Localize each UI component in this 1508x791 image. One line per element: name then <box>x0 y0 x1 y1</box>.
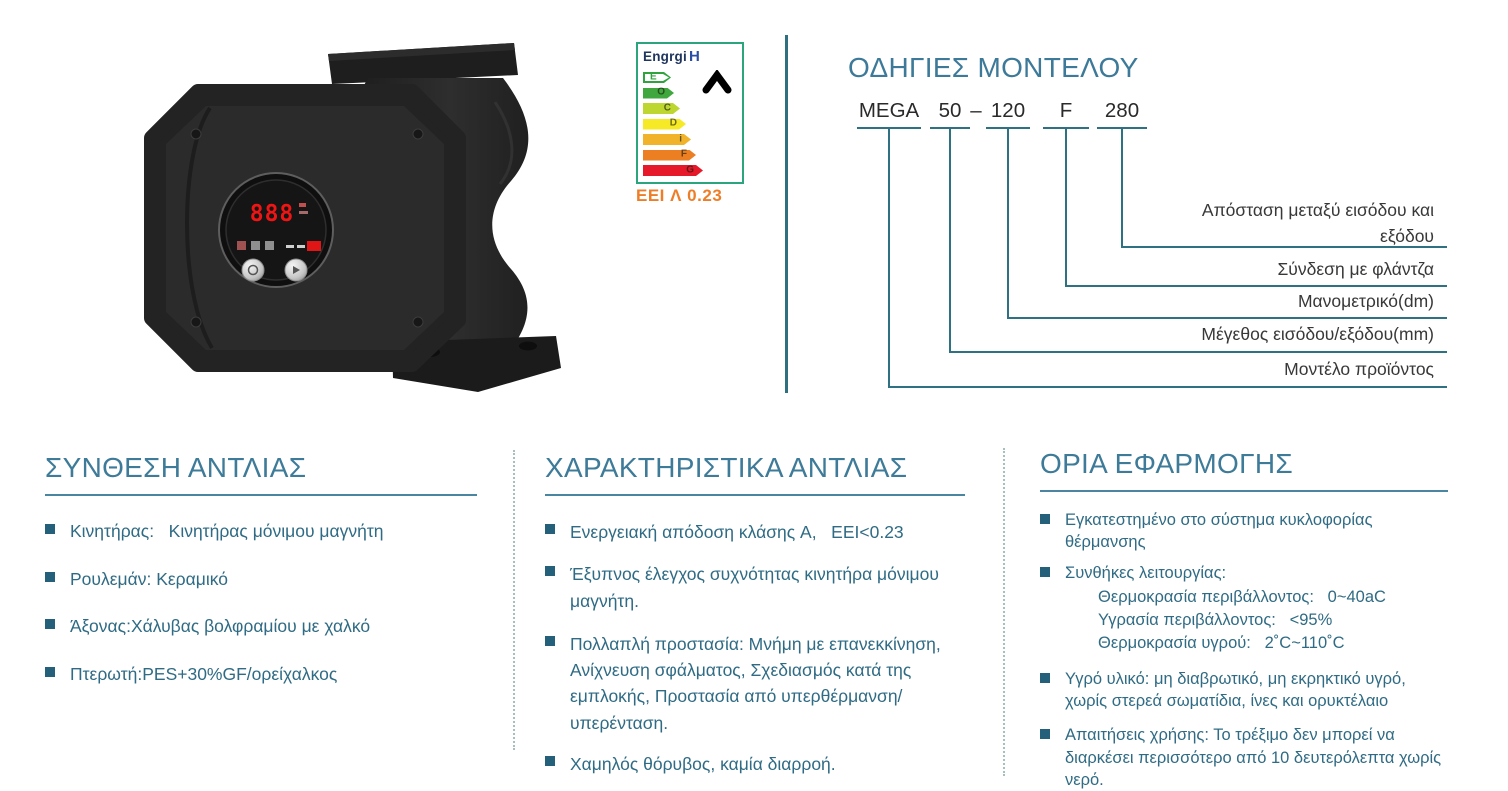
bullet-square-icon <box>1040 729 1050 740</box>
energy-bar-b: C <box>643 103 680 114</box>
model-code-dash: – <box>970 99 982 122</box>
list-item: Ρουλεμάν: Κεραμικό <box>45 567 477 592</box>
list-item: Πολλαπλή προστασία: Μνήμη με επανεκκίνησ… <box>545 631 973 736</box>
leader-line-vertical <box>1007 128 1009 319</box>
energy-class-arrow: E <box>643 72 671 83</box>
list-item: Ενεργειακή απόδοση κλάσης A, EEI<0.23 <box>545 519 973 545</box>
bullet-square-icon <box>45 524 55 534</box>
energy-bar-a: O <box>643 88 674 99</box>
column-divider <box>1003 448 1005 776</box>
bullet-square-icon <box>1040 514 1050 524</box>
energy-bar-f: G <box>643 165 703 176</box>
model-code-size: 50 <box>938 99 962 122</box>
model-code-flange: F <box>1059 99 1073 122</box>
energy-class-bars: E O C D i F G <box>643 72 737 176</box>
pump-control-panel: 888 <box>218 172 334 288</box>
label-flange: Σύνδεση με φλάντζα <box>1277 259 1434 279</box>
eei-rating: EEI Λ 0.23 <box>636 186 723 205</box>
bullet-square-icon <box>545 524 555 534</box>
list-item: Απαιτήσεις χρήσης: Το τρέξιμο δεν μπορεί… <box>1040 724 1450 791</box>
operating-condition: Θερμοκρασία υγρού: 2˚C~110˚C <box>1098 633 1345 652</box>
model-code-series: MEGA <box>858 99 920 122</box>
list-item: Πτερωτή:PES+30%GF/ορείχαλκος <box>45 662 477 687</box>
list-item: Εγκατεστημένο στο σύστημα κυκλοφορίας θέ… <box>1040 509 1450 554</box>
operating-condition: Θερμοκρασία περιβάλλοντος: 0~40aC <box>1098 587 1386 606</box>
energy-brand-text: Engrgi <box>643 49 687 64</box>
label-distance-line1: Απόσταση μεταξύ εισόδου και <box>1201 200 1434 220</box>
energy-brand-logo: H <box>688 48 700 65</box>
energy-bar-e: F <box>643 150 696 161</box>
model-guide-title: ΟΔΗΓΙΕΣ ΜΟΝΤΕΛΟΥ <box>848 52 1139 83</box>
label-model: Μοντέλο προϊόντος <box>1284 359 1434 379</box>
energy-label-header: Engrgi H <box>643 48 737 65</box>
list-item: Έξυπνος έλεγχος συχνότητας κινητήρα μόνι… <box>545 561 973 614</box>
title-underline <box>545 494 965 496</box>
model-code-head: 120 <box>990 99 1026 122</box>
operating-condition: Υγρασία περιβάλλοντος: <95% <box>1098 610 1333 629</box>
leader-line-horizontal <box>1121 246 1447 248</box>
chevron-up-icon <box>702 70 732 94</box>
leader-line-horizontal <box>1007 317 1447 319</box>
leader-line-horizontal <box>888 386 1447 388</box>
leader-line-vertical <box>949 128 951 353</box>
title-underline <box>45 494 477 496</box>
list-item: Άξονας:Χάλυβας βολφραμίου με χαλκό <box>45 614 477 639</box>
title-underline <box>1040 490 1448 492</box>
list-item: Χαμηλός θόρυβος, καμία διαρροή. <box>545 751 973 777</box>
column-divider <box>513 450 515 750</box>
pump-product-image: 888 <box>144 43 561 392</box>
bullet-square-icon <box>45 619 55 629</box>
bullet-square-icon <box>545 566 555 577</box>
leader-line-vertical <box>888 128 890 388</box>
leader-line-vertical <box>1065 128 1067 287</box>
pump-top-flange <box>328 43 518 84</box>
section-application-limits: ΟΡΙΑ ΕΦΑΡΜΟΓΗΣ Εγκατεστημένο στο σύστημα… <box>1040 448 1450 791</box>
energy-bar-d: i <box>643 134 691 145</box>
bullet-square-icon <box>45 666 55 677</box>
section-title: ΟΡΙΑ ΕΦΑΡΜΟΓΗΣ <box>1040 448 1293 479</box>
section-pump-composition: ΣΥΝΘΕΣΗ ΑΝΤΛΙΑΣ Κινητήρας: Κινητήρας μόν… <box>45 452 477 686</box>
top-section-divider <box>785 35 788 393</box>
bullet-square-icon <box>1040 566 1050 577</box>
pump-button-left <box>241 258 265 282</box>
bullet-square-icon <box>1040 672 1050 683</box>
energy-label: Engrgi H E O C D i F G <box>636 42 744 184</box>
bullet-square-icon <box>545 635 555 646</box>
list-item: Κινητήρας: Κινητήρας μόνιμου μαγνήτη <box>45 519 477 544</box>
pump-led-display: 888 <box>250 201 295 227</box>
list-item: Υγρό υλικό: μη διαβρωτικό, μη εκρηκτικό … <box>1040 668 1450 713</box>
bullet-square-icon <box>545 755 555 766</box>
bullet-square-icon <box>45 571 55 582</box>
label-distance-line2: εξόδου <box>1380 226 1434 246</box>
label-size: Μέγεθος εισόδου/εξόδου(mm) <box>1201 324 1434 344</box>
model-code-distance: 280 <box>1104 99 1140 122</box>
leader-line-horizontal <box>949 351 1447 353</box>
label-head: Μανομετρικό(dm) <box>1297 291 1434 311</box>
section-title: ΣΥΝΘΕΣΗ ΑΝΤΛΙΑΣ <box>45 452 307 483</box>
list-item: Συνθήκες λειτουργίας: <box>1040 562 1450 584</box>
section-title: ΧΑΡΑΚΤΗΡΙΣΤΙΚΑ ΑΝΤΛΙΑΣ <box>545 452 908 483</box>
energy-bar-c: D <box>643 119 686 130</box>
leader-line-vertical <box>1121 128 1123 248</box>
leader-line-horizontal <box>1065 285 1447 287</box>
section-pump-features: ΧΑΡΑΚΤΗΡΙΣΤΙΚΑ ΑΝΤΛΙΑΣ Ενεργειακή απόδοσ… <box>545 452 973 777</box>
